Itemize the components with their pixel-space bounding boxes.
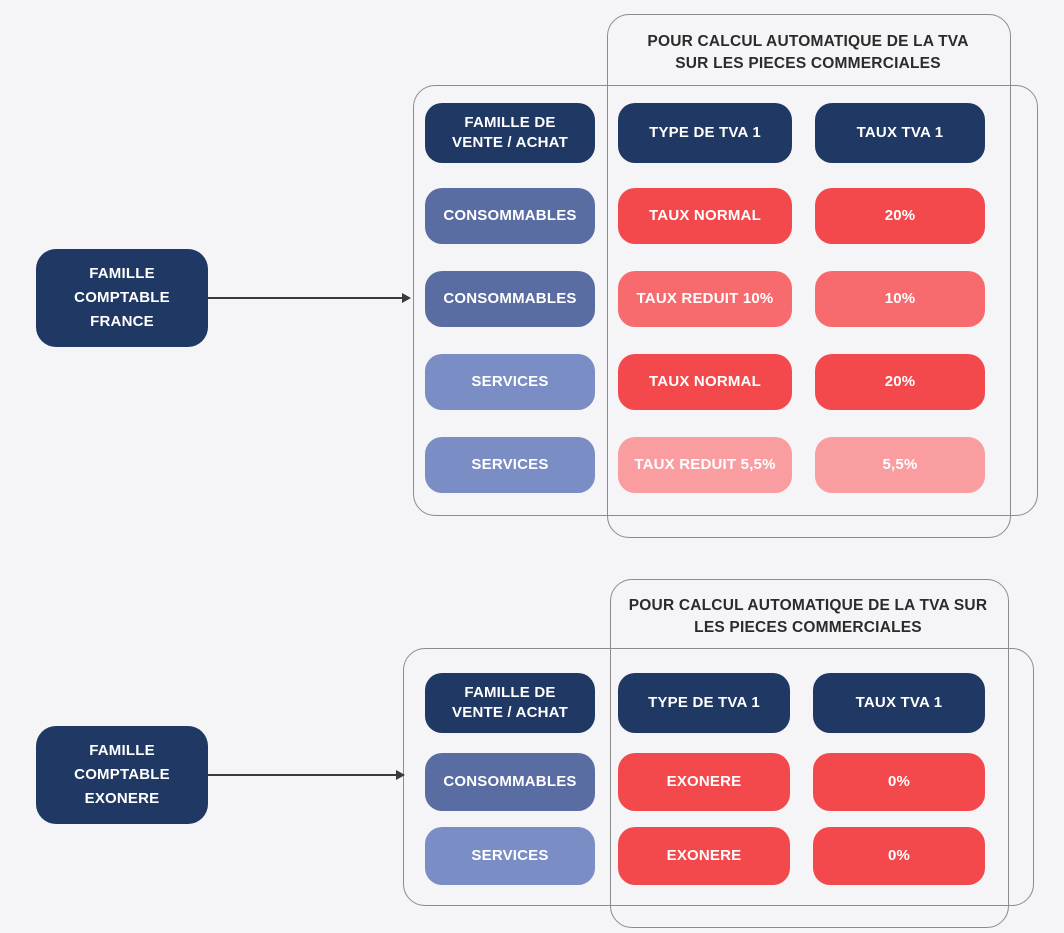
cell-label: 0% <box>887 847 911 864</box>
source-label-line2: COMPTABLE <box>74 289 170 306</box>
exonere-row0-famille: CONSOMMABLES <box>425 753 595 811</box>
france-header-type-tva: TYPE DE TVA 1 <box>618 103 792 163</box>
cell-label: TAUX NORMAL <box>649 373 761 390</box>
cell-label: 20% <box>884 373 916 390</box>
france-connector-arrow <box>208 292 411 304</box>
cell-label: CONSOMMABLES <box>443 207 577 224</box>
exonere-header-taux-tva: TAUX TVA 1 <box>813 673 985 733</box>
france-panel-title-line1: POUR CALCUL AUTOMATIQUE DE LA TVA <box>647 33 969 50</box>
famille-comptable-exonere-box: FAMILLE COMPTABLE EXONERE <box>36 726 208 824</box>
cell-label: SERVICES <box>471 847 549 864</box>
cell-label: SERVICES <box>471 373 549 390</box>
france-table-outline <box>413 85 1038 516</box>
header-label-line1: FAMILLE DE <box>464 684 556 701</box>
cell-label: TAUX NORMAL <box>649 207 761 224</box>
source-label-line1: FAMILLE <box>89 265 155 282</box>
cell-label: 0% <box>887 773 911 790</box>
france-row2-type: TAUX NORMAL <box>618 354 792 410</box>
france-row1-type: TAUX REDUIT 10% <box>618 271 792 327</box>
exonere-row0-type: EXONERE <box>618 753 790 811</box>
arrow-head-icon <box>402 293 411 303</box>
cell-label: 10% <box>884 290 916 307</box>
cell-label: CONSOMMABLES <box>443 773 577 790</box>
header-label: TYPE DE TVA 1 <box>648 694 760 711</box>
header-label: TAUX TVA 1 <box>856 124 944 141</box>
arrow-line <box>208 297 402 299</box>
exonere-row1-type: EXONERE <box>618 827 790 885</box>
exonere-row1-taux: 0% <box>813 827 985 885</box>
header-label-line1: FAMILLE DE <box>464 114 556 131</box>
cell-label: CONSOMMABLES <box>443 290 577 307</box>
source-label-line3: FRANCE <box>90 313 154 330</box>
cell-label: TAUX REDUIT 10% <box>636 290 774 307</box>
france-row3-famille: SERVICES <box>425 437 595 493</box>
arrow-head-icon <box>396 770 405 780</box>
famille-comptable-france-box: FAMILLE COMPTABLE FRANCE <box>36 249 208 347</box>
france-header-taux-tva: TAUX TVA 1 <box>815 103 985 163</box>
source-label-line3: EXONERE <box>84 790 160 807</box>
exonere-connector-arrow <box>208 769 405 781</box>
source-label-line2: COMPTABLE <box>74 766 170 783</box>
france-row1-famille: CONSOMMABLES <box>425 271 595 327</box>
france-row0-famille: CONSOMMABLES <box>425 188 595 244</box>
exonere-panel-title-line1: POUR CALCUL AUTOMATIQUE DE LA TVA SUR <box>628 597 988 614</box>
exonere-row1-famille: SERVICES <box>425 827 595 885</box>
france-row3-type: TAUX REDUIT 5,5% <box>618 437 792 493</box>
cell-label: 5,5% <box>882 456 918 473</box>
cell-label: 20% <box>884 207 916 224</box>
arrow-line <box>208 774 396 776</box>
cell-label: EXONERE <box>666 847 742 864</box>
cell-label: SERVICES <box>471 456 549 473</box>
france-tva-panel-outline <box>607 14 1011 538</box>
exonere-row0-taux: 0% <box>813 753 985 811</box>
exonere-header-famille: FAMILLE DE VENTE / ACHAT <box>425 673 595 733</box>
france-row3-taux: 5,5% <box>815 437 985 493</box>
france-row1-taux: 10% <box>815 271 985 327</box>
exonere-tva-panel-outline <box>610 579 1009 928</box>
header-label-line2: VENTE / ACHAT <box>452 704 568 721</box>
france-panel-title-line2: SUR LES PIECES COMMERCIALES <box>675 55 941 72</box>
exonere-header-type-tva: TYPE DE TVA 1 <box>618 673 790 733</box>
france-header-famille: FAMILLE DE VENTE / ACHAT <box>425 103 595 163</box>
france-row2-taux: 20% <box>815 354 985 410</box>
exonere-panel-title: POUR CALCUL AUTOMATIQUE DE LA TVA SUR LE… <box>613 595 1003 639</box>
france-row0-taux: 20% <box>815 188 985 244</box>
france-row0-type: TAUX NORMAL <box>618 188 792 244</box>
exonere-panel-title-line2: LES PIECES COMMERCIALES <box>694 619 922 636</box>
cell-label: TAUX REDUIT 5,5% <box>634 456 776 473</box>
source-label-line1: FAMILLE <box>89 742 155 759</box>
france-panel-title: POUR CALCUL AUTOMATIQUE DE LA TVA SUR LE… <box>613 31 1003 75</box>
header-label: TAUX TVA 1 <box>855 694 943 711</box>
header-label: TYPE DE TVA 1 <box>649 124 761 141</box>
header-label-line2: VENTE / ACHAT <box>452 134 568 151</box>
cell-label: EXONERE <box>666 773 742 790</box>
france-row2-famille: SERVICES <box>425 354 595 410</box>
